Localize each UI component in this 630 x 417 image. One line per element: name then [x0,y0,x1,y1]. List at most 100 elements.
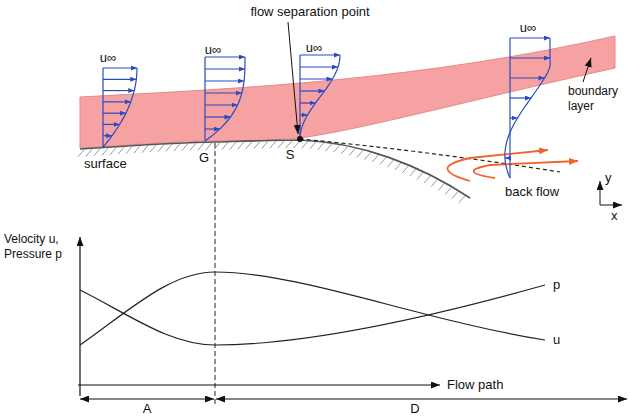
hatch-stroke [341,147,347,154]
curve-label: u [553,332,560,347]
free-stream-label: u∞ [306,40,323,55]
separation-streamline [300,139,560,172]
hatch-stroke [118,147,124,154]
hatch-stroke [110,148,116,155]
axis-icon-x [600,205,622,206]
velocity-arrow [205,104,238,105]
region-label: A [143,401,152,416]
hatch-stroke [395,163,401,170]
velocity-arrow [205,128,220,129]
hatch-stroke [86,149,92,156]
free-stream-label: u∞ [100,50,117,65]
velocity-arrow [103,135,112,136]
hatch-stroke [102,148,108,155]
velocity-arrow [510,77,544,78]
boundary-layer-label: boundary layer [568,84,626,114]
hatch-stroke [190,143,196,150]
hatch-stroke [230,142,236,149]
hatch-stroke [402,166,408,173]
x-axis [78,384,440,385]
hatch-stroke [182,144,188,151]
back-flow-arrow [474,161,578,178]
free-stream-label: u∞ [205,42,222,57]
velocity-profile [505,38,550,178]
back-flow-label: back flow [505,184,559,199]
hatch-stroke [452,191,458,198]
velocity-arrow [205,68,245,69]
hatch-stroke [431,180,437,187]
velocity-profile [103,68,137,147]
velocity-arrow [103,101,131,102]
hatch-stroke [238,142,244,149]
hatch-stroke [254,142,260,149]
hatch-stroke [334,145,340,152]
velocity-arrow [103,124,120,125]
profile-envelope [205,57,245,141]
surface-line [80,140,470,198]
region-label: D [410,401,419,416]
hatch-stroke [174,144,180,151]
velocity-arrow [510,37,550,38]
velocity-arrow [205,116,230,117]
hatch-stroke [142,146,148,153]
hatch-stroke [198,143,204,150]
hatch-stroke [294,141,300,148]
hatch-stroke [206,143,212,150]
velocity-arrow [510,57,550,58]
curve-label: p [553,277,560,292]
leader-line [288,22,298,134]
hatch-stroke [158,145,164,152]
velocity-arrow [510,97,531,98]
axis-icon-y [600,181,601,205]
hatch-stroke [372,155,378,162]
hatch-stroke [278,141,284,148]
profile-envelope [300,55,340,139]
velocity-arrow [103,79,136,80]
hatch-stroke [302,141,308,148]
hatch-stroke [318,143,324,150]
hatch-stroke [150,145,156,152]
velocity-arrow [205,92,242,93]
velocity-curve [80,272,545,345]
hatch-stroke [365,153,371,160]
velocity-arrow [205,80,244,81]
velocity-arrow [103,90,134,91]
separation-label: flow separation point [250,4,369,19]
profile-envelope [103,68,137,147]
hatch-stroke [262,142,268,149]
velocity-arrow [103,67,137,68]
axis-title: Flow path [447,377,503,392]
hatch-stroke [270,141,276,148]
range-arrow [216,399,627,400]
pressure-curve [80,285,545,345]
profile-base [509,38,510,178]
hatch-stroke [166,144,172,151]
velocity-profile [300,55,340,139]
velocity-arrow [300,78,332,79]
hatch-stroke [410,169,416,176]
hatch-stroke [310,142,316,149]
axis-label: x [611,208,618,223]
boundary-layer-sketch [78,22,622,205]
hatch-stroke [424,176,430,183]
velocity-profiles [103,38,550,178]
hatch-stroke [459,196,465,203]
hatch-stroke [326,144,332,151]
hatch-stroke [246,142,252,149]
separation-dot [297,136,303,142]
hatch-stroke [94,149,100,156]
chart-axis-title: Velocity u, Pressure p [4,232,76,262]
velocity-arrow [505,157,510,158]
velocity-profile [205,57,245,141]
hatch-stroke [438,183,444,190]
hatch-stroke [445,187,451,194]
profile-envelope [505,38,550,178]
velocity-arrow [300,90,324,91]
y-axis [79,237,80,396]
hatch-stroke [286,141,292,148]
hatch-stroke [222,143,228,150]
divider-line [215,143,216,406]
